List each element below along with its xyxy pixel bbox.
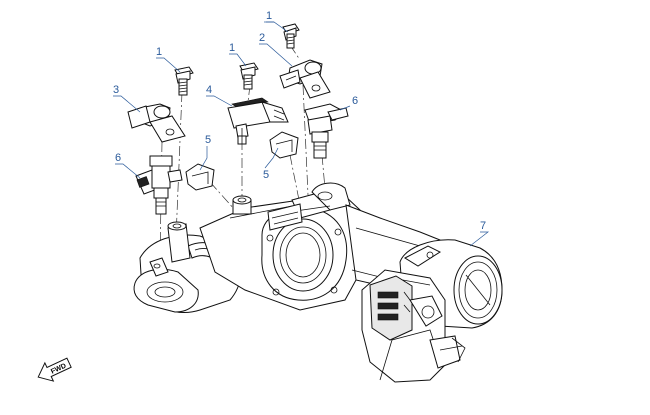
fwd-arrow: FWD bbox=[37, 357, 72, 382]
callout-1-bolt-top-right: 1 bbox=[266, 10, 272, 22]
callout-labels: 1 1 1 2 3 4 5 5 6 6 7 bbox=[113, 10, 486, 232]
clip-upper bbox=[185, 163, 215, 191]
callout-4-map-sensor: 4 bbox=[206, 84, 212, 96]
callout-5-clip-upper: 5 bbox=[205, 134, 211, 146]
sensor-right bbox=[279, 59, 331, 99]
bolt-center bbox=[239, 62, 259, 90]
callout-1-bolt-center: 1 bbox=[229, 42, 235, 54]
injector-left bbox=[135, 155, 183, 215]
callout-6-injector-left: 6 bbox=[115, 152, 121, 164]
callout-1-bolt-left: 1 bbox=[156, 46, 162, 58]
callout-3-sensor-left: 3 bbox=[113, 84, 119, 96]
injector-right bbox=[304, 103, 349, 159]
sensor-left bbox=[127, 103, 186, 143]
bolt-top-right bbox=[282, 23, 300, 49]
callout-5-clip-lower: 5 bbox=[263, 169, 269, 181]
callout-2-sensor-right: 2 bbox=[259, 32, 265, 44]
callout-7-throttle-body: 7 bbox=[480, 220, 486, 232]
clip-lower bbox=[269, 131, 299, 159]
callout-6-injector-right: 6 bbox=[352, 95, 358, 107]
bolt-left bbox=[174, 66, 194, 96]
throttle-body bbox=[361, 239, 503, 383]
intake-body bbox=[133, 182, 441, 313]
map-sensor bbox=[227, 97, 289, 145]
